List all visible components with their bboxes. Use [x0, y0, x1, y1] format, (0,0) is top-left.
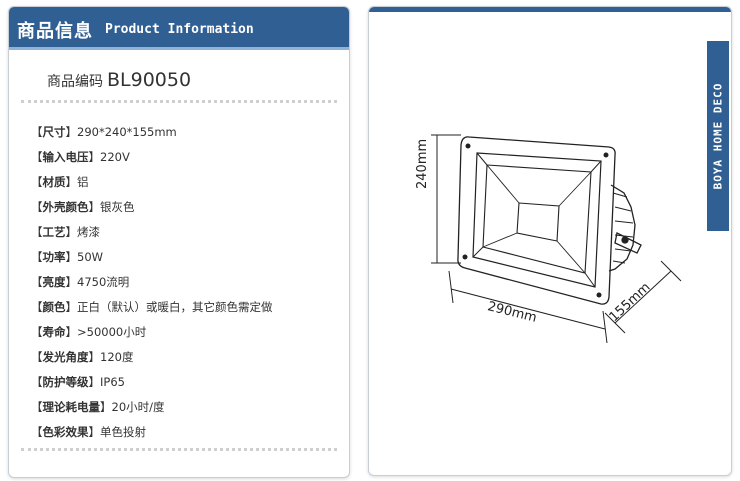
spec-row: 【色彩效果】单色投射	[31, 425, 146, 439]
spec-value: 单色投射	[100, 425, 146, 439]
spec-row: 【材质】铝	[31, 175, 89, 189]
spec-value: 4750流明	[77, 275, 130, 289]
spec-key: 颜色	[42, 300, 66, 314]
brand-tab-label: BOYA HOME DECO	[711, 82, 725, 190]
spec-row: 【理论耗电量】20小时/度	[31, 400, 165, 414]
spec-key: 工艺	[42, 225, 66, 239]
spec-row: 【外壳颜色】银灰色	[31, 200, 135, 214]
top-accent-bar	[369, 7, 731, 12]
product-info-header: 商品信息 Product Information	[9, 7, 349, 50]
spec-row: 【输入电压】220V	[31, 150, 130, 164]
spec-key: 防护等级	[42, 375, 89, 389]
spec-list: 【尺寸】290*240*155mm 【输入电压】220V 【材质】铝 【外壳颜色…	[31, 120, 273, 445]
spec-value: 烤漆	[77, 225, 100, 239]
spec-row: 【发光角度】120度	[31, 350, 134, 364]
spec-row: 【颜色】正白（默认）或暖白，其它颜色需定做	[31, 300, 273, 314]
spec-row: 【亮度】4750流明	[31, 275, 130, 289]
spec-value: 正白（默认）或暖白，其它颜色需定做	[77, 300, 273, 314]
mount-bracket	[614, 232, 642, 254]
spec-row: 【寿命】>50000小时	[31, 325, 147, 339]
product-code-label: 商品编码	[47, 74, 103, 90]
spec-key: 外壳颜色	[42, 200, 89, 214]
spec-row: 【防护等级】IP65	[31, 375, 125, 389]
product-code-value: BL90050	[107, 69, 192, 91]
spec-key: 发光角度	[42, 350, 89, 364]
rear-housing	[608, 184, 636, 272]
spec-value: 20小时/度	[111, 400, 165, 414]
spec-value: >50000小时	[77, 325, 147, 339]
spec-key: 输入电压	[42, 150, 89, 164]
divider	[21, 100, 337, 103]
spec-value: 220V	[100, 150, 130, 164]
divider	[21, 448, 337, 451]
spec-value: 50W	[77, 250, 104, 264]
depth-dimension-line	[614, 270, 672, 324]
header-title-en: Product Information	[105, 22, 254, 37]
spec-value: 银灰色	[100, 200, 135, 214]
spec-key: 亮度	[42, 275, 66, 289]
floodlight-drawing	[431, 134, 682, 344]
front-frame	[457, 136, 616, 305]
height-label: 240mm	[415, 138, 430, 189]
spec-value: 120度	[100, 350, 134, 364]
dimension-panel: 240mm 290mm 155mm	[368, 6, 732, 476]
spec-row: 【功率】50W	[31, 250, 104, 264]
spec-value: 290*240*155mm	[77, 125, 177, 139]
spec-key: 色彩效果	[42, 425, 89, 439]
header-title-cn: 商品信息	[17, 21, 93, 42]
spec-row: 【尺寸】290*240*155mm	[31, 125, 177, 139]
spec-value: IP65	[100, 375, 125, 389]
spec-key: 寿命	[42, 325, 66, 339]
spec-key: 尺寸	[42, 125, 66, 139]
spec-row: 【工艺】烤漆	[31, 225, 100, 239]
spec-key: 功率	[42, 250, 66, 264]
width-dimension-line	[450, 288, 606, 330]
brand-tab: BOYA HOME DECO	[707, 41, 729, 231]
spec-key: 理论耗电量	[42, 400, 101, 414]
spec-value: 铝	[77, 175, 89, 189]
spec-key: 材质	[42, 175, 66, 189]
